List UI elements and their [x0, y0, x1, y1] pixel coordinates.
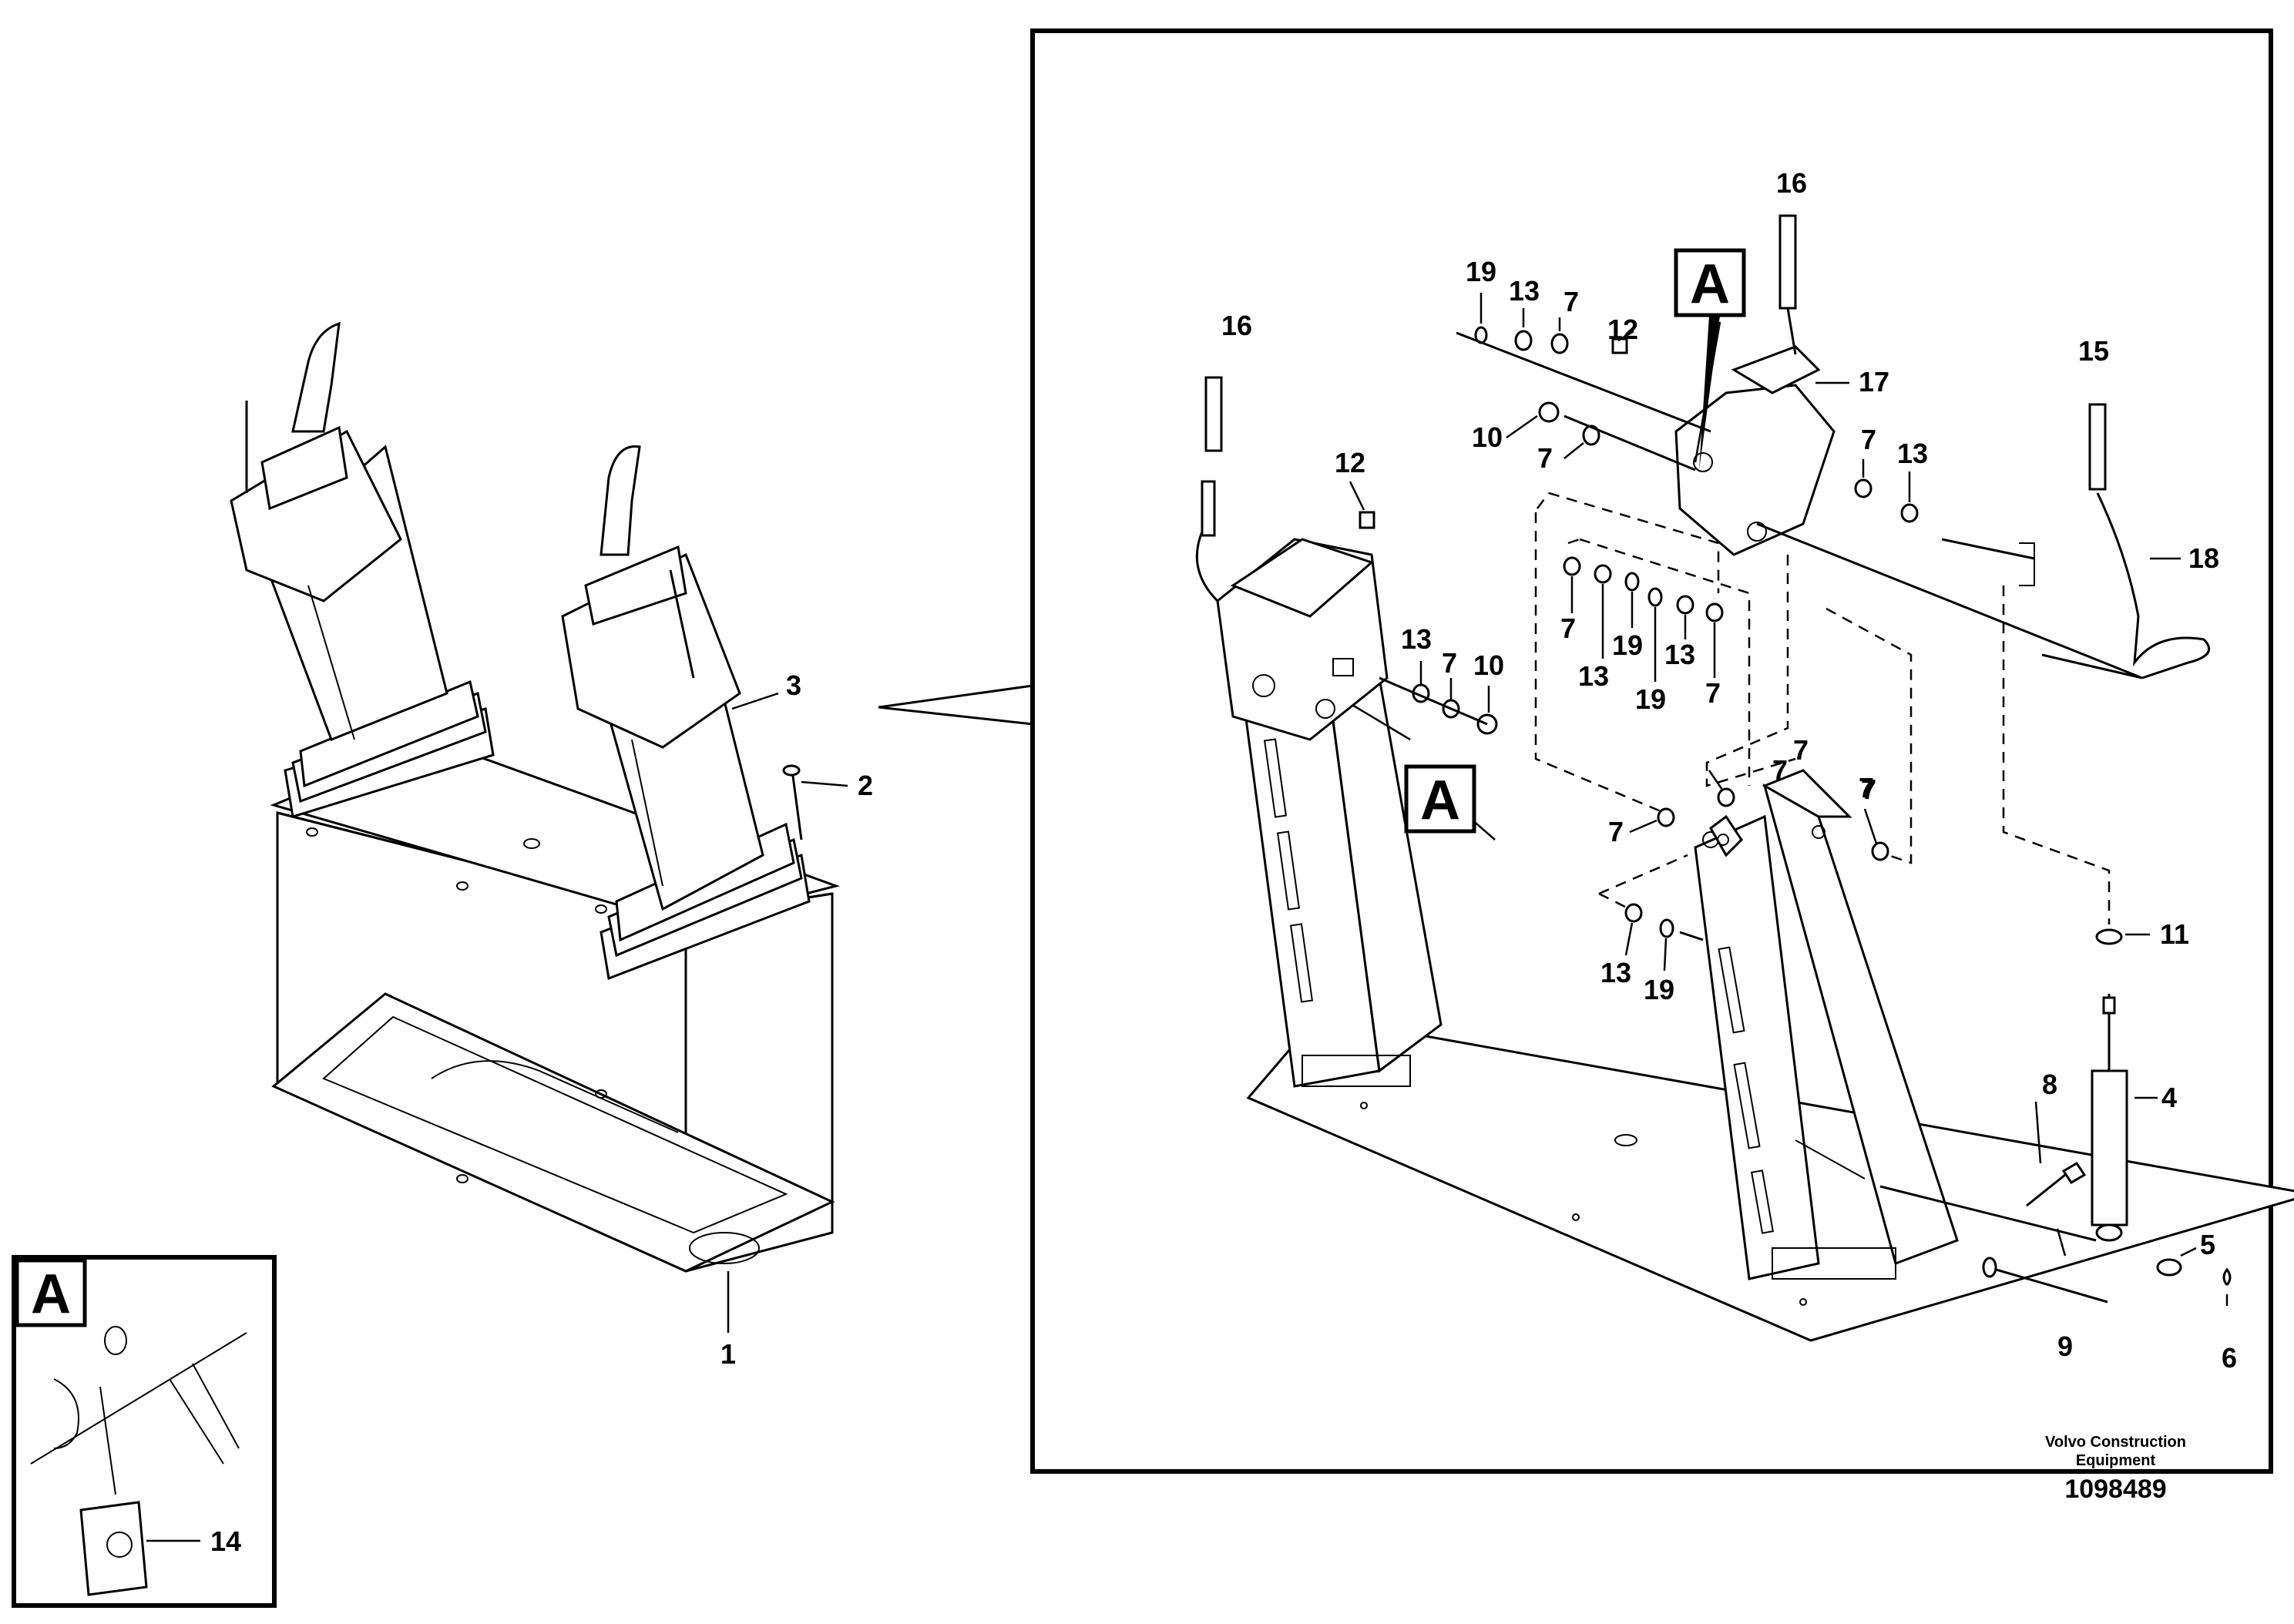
hardware-cluster: [1359, 326, 1919, 941]
callout-11: 11: [2160, 918, 2189, 950]
callout-6: 6: [2222, 1342, 2237, 1374]
callout-18: 18: [2188, 542, 2219, 574]
callout-5: 5: [2200, 1229, 2215, 1260]
callout-19a: 19: [1466, 256, 1496, 287]
left-column: [1195, 376, 1443, 1088]
callout-13f: 13: [1600, 957, 1631, 988]
callout-13b: 13: [1897, 438, 1928, 469]
callout-12a: 12: [1607, 314, 1638, 345]
callout-13d: 13: [1664, 639, 1695, 670]
callout-4: 4: [2161, 1082, 2177, 1113]
callout-19c: 19: [1635, 683, 1666, 715]
callout-7b: 7: [1537, 442, 1553, 474]
callout-9: 9: [2057, 1330, 2073, 1362]
callout-7d: 7: [1560, 612, 1576, 644]
drawing-number: 1098489: [2064, 1475, 2167, 1504]
callout-7f: 7: [1442, 647, 1457, 679]
callout-19d: 19: [1644, 974, 1674, 1005]
callout-15: 15: [2078, 335, 2109, 367]
left-joystick: [230, 321, 495, 818]
screw-2: [782, 764, 803, 841]
right-column: [1694, 769, 1959, 1280]
detail-tag-lower: A: [1420, 770, 1460, 831]
dashed-guides: [1534, 492, 2111, 924]
lever-18: [2041, 403, 2211, 679]
exploded-view: [1195, 214, 2294, 1342]
callout-17: 17: [1859, 366, 1889, 398]
callout-13c: 13: [1578, 660, 1609, 692]
detail-tag-inset: A: [31, 1263, 71, 1325]
brand-line-1: Volvo Construction: [2045, 1434, 2186, 1451]
callout-7c: 7: [1861, 424, 1876, 455]
gas-spring-4: [2091, 928, 2128, 1242]
callout-1: 1: [720, 1338, 736, 1370]
detail-a-inset: [12, 1255, 277, 1608]
callout-10a: 10: [1472, 421, 1503, 453]
callout-7a: 7: [1563, 286, 1579, 317]
callout-2: 2: [858, 770, 873, 801]
callout-19b: 19: [1612, 629, 1643, 661]
detail-tag-upper: A: [1690, 253, 1730, 315]
callout-7e: 7: [1705, 677, 1721, 709]
callout-7j: 7: [1772, 754, 1788, 786]
washer-leaders: [1349, 293, 1911, 971]
callout-3: 3: [786, 669, 801, 701]
callout-16a: 16: [1221, 310, 1252, 341]
callout-13a: 13: [1509, 275, 1540, 307]
callout-7h: 7: [1861, 773, 1876, 805]
callout-12b: 12: [1335, 447, 1365, 478]
callout-7k: 7: [1859, 772, 1874, 804]
callout-7i: 7: [1608, 816, 1624, 847]
right-joystick: [561, 445, 811, 981]
exploded-callouts: 4 5 6 7 7 7 7 7 7 7 7 7 7 7 8 9 10 10 11…: [1221, 167, 2237, 1374]
callout-10b: 10: [1473, 649, 1504, 681]
callout-7g: 7: [1793, 734, 1809, 766]
drawing-footer: Volvo Construction Equipment 1098489: [2045, 1433, 2186, 1505]
console-assembly: [230, 321, 1034, 1333]
callout-13e: 13: [1401, 623, 1432, 655]
brand-line-2: Equipment: [2075, 1452, 2156, 1469]
callout-16b: 16: [1776, 167, 1807, 199]
callout-8: 8: [2042, 1069, 2057, 1100]
callout-14: 14: [210, 1525, 241, 1557]
top-right-bracket: [1674, 214, 1836, 556]
exploded-view-frame: [1030, 29, 2273, 1474]
